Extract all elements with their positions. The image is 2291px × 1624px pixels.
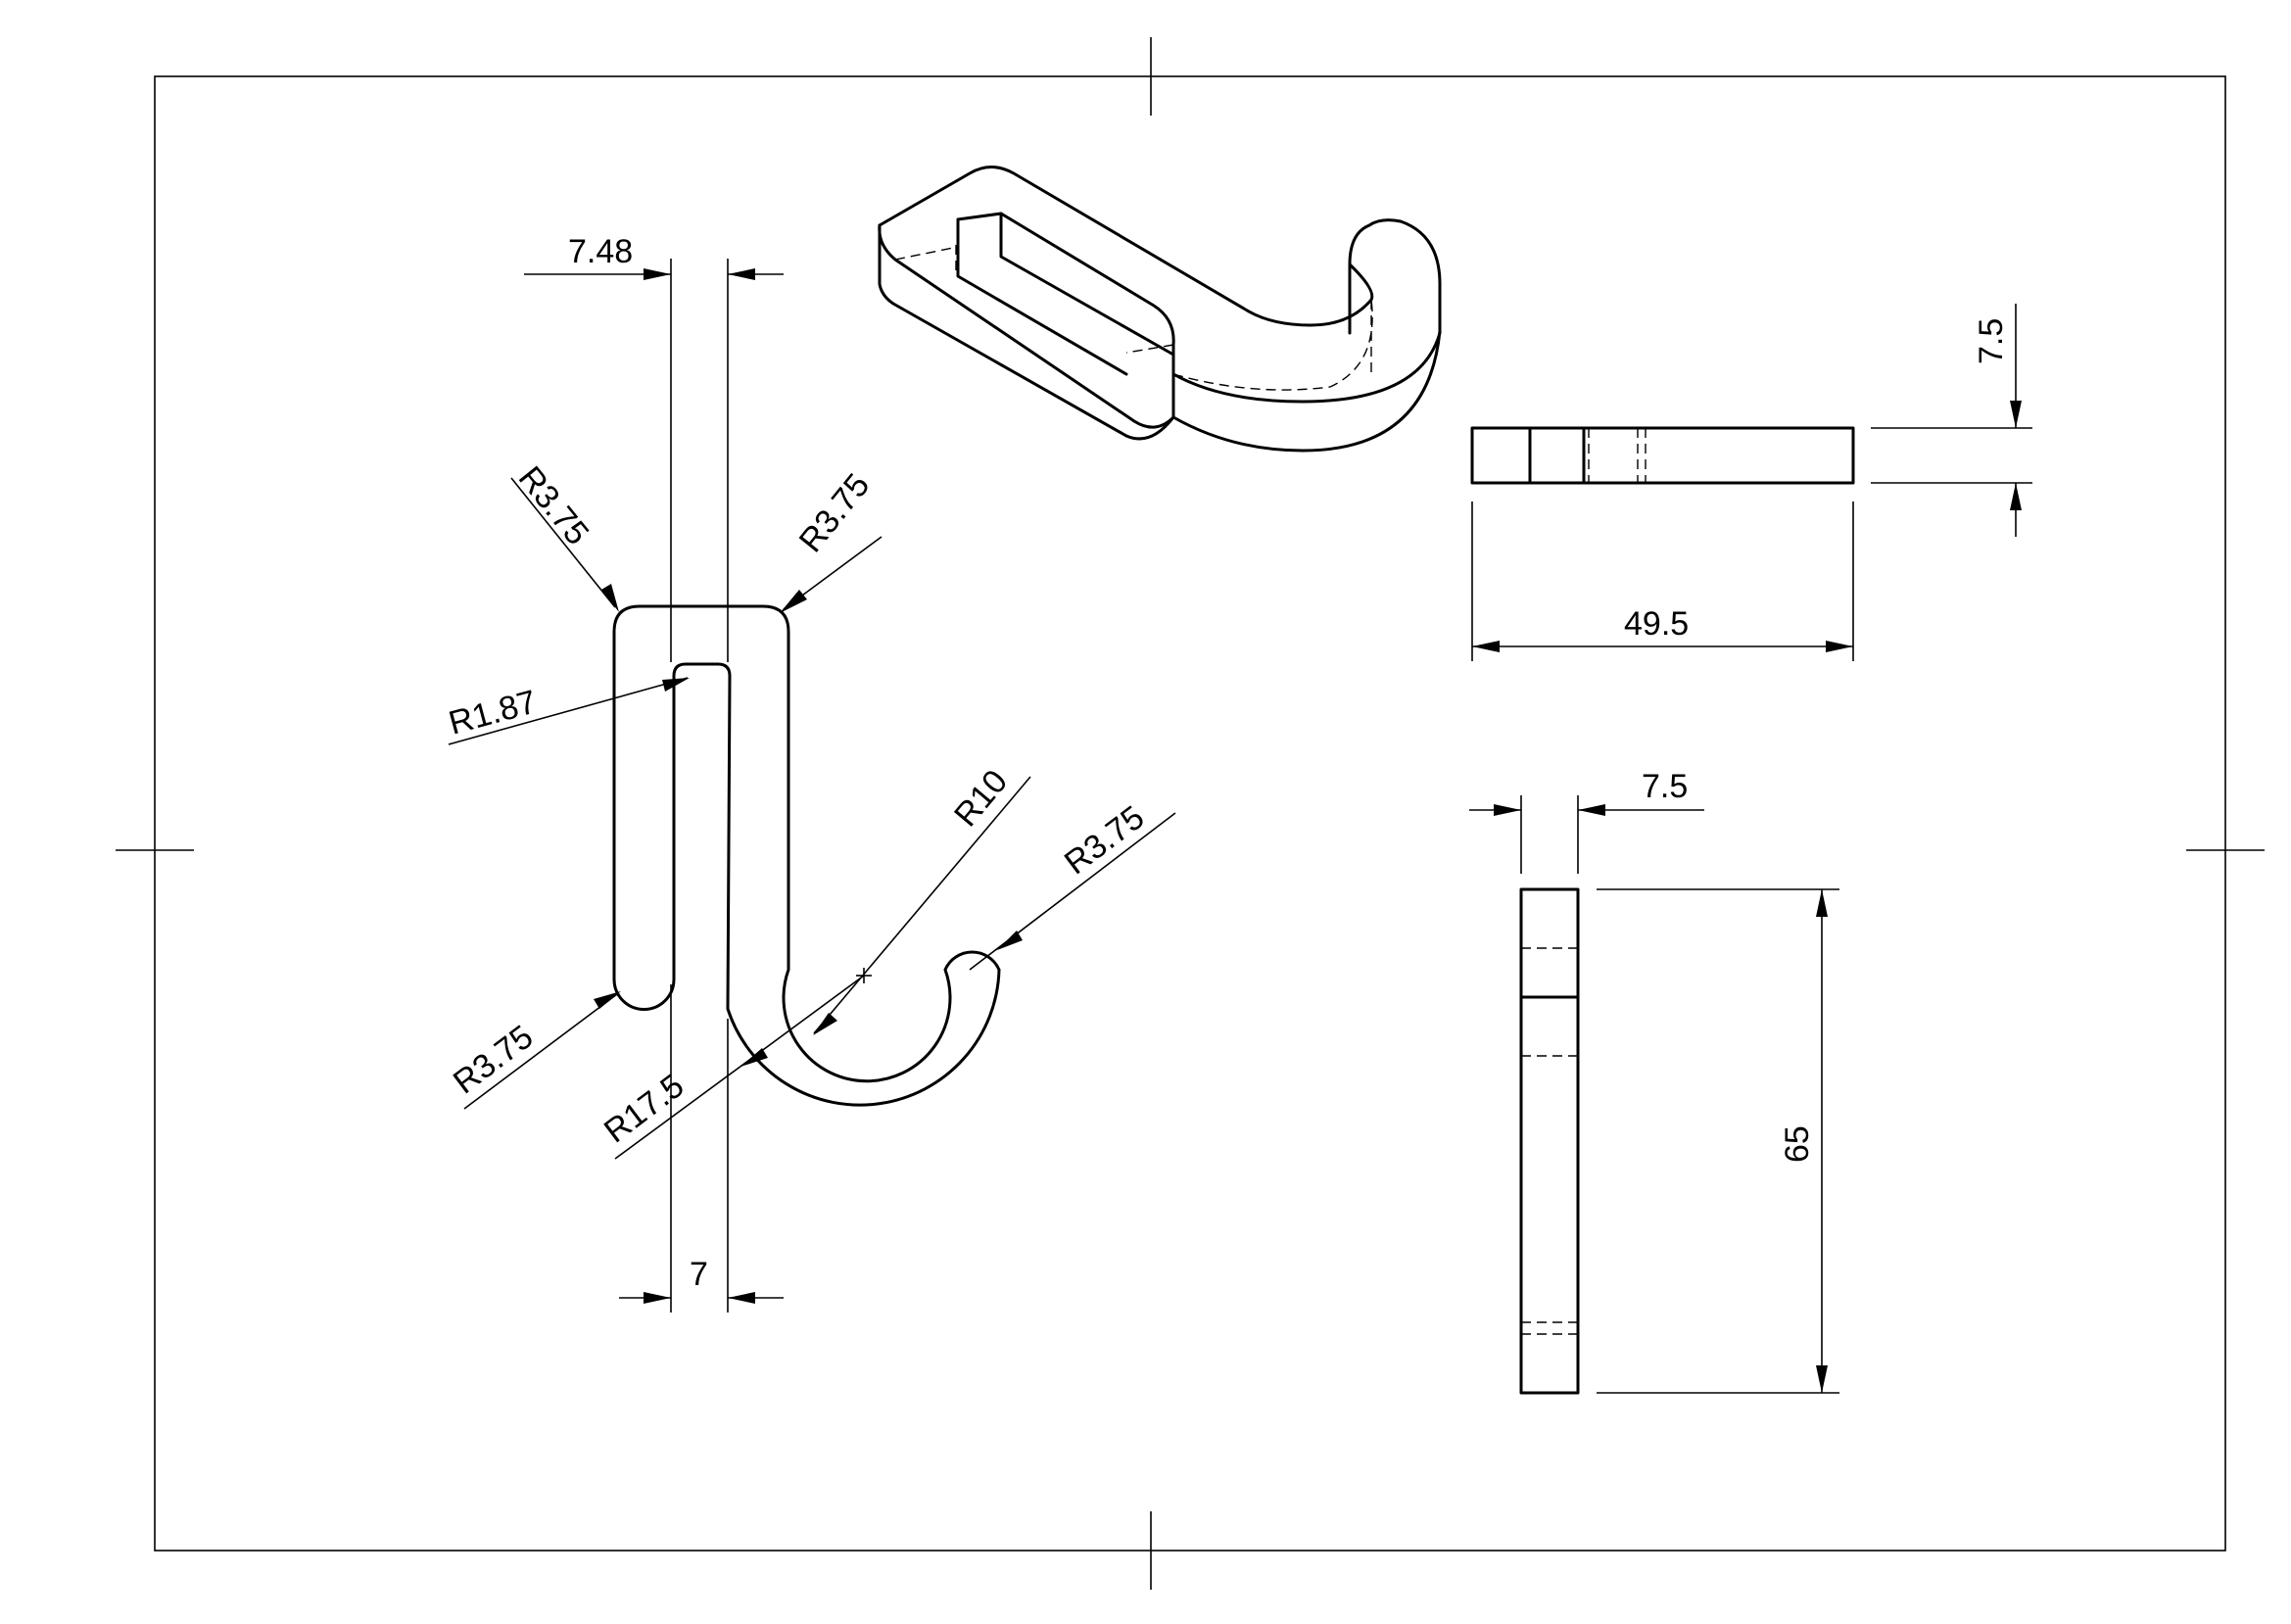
dim-r-bottom-left: R3.75 bbox=[447, 1018, 540, 1101]
dim-side-thickness: 7.5 bbox=[1642, 768, 1688, 805]
dim-side-height: 65 bbox=[1779, 1125, 1816, 1163]
front-view: 7.48 7 R3.75 R3.75 R1.87 R3.75 R10 R3.75 bbox=[445, 233, 1176, 1313]
dim-bottom-width: 7 bbox=[690, 1256, 708, 1293]
dim-r-top-right: R3.75 bbox=[792, 467, 878, 559]
dim-r-inner: R1.87 bbox=[445, 684, 540, 742]
dim-top-length: 49.5 bbox=[1624, 605, 1689, 643]
side-view: 7.5 65 bbox=[1469, 768, 1839, 1395]
isometric-view bbox=[878, 166, 1442, 453]
center-marks bbox=[116, 37, 2265, 1590]
dim-top-thickness: 7.5 bbox=[1973, 318, 2010, 364]
dim-r-hook-tip: R3.75 bbox=[1058, 798, 1151, 882]
dim-r-top-left: R3.75 bbox=[511, 459, 597, 551]
dim-top-width: 7.48 bbox=[568, 233, 633, 270]
top-view: 7.5 49.5 bbox=[1470, 304, 2032, 661]
hook-outline bbox=[612, 604, 1001, 1107]
dim-r-hook-inner: R10 bbox=[947, 763, 1015, 834]
drawing-frame bbox=[154, 75, 2226, 1552]
